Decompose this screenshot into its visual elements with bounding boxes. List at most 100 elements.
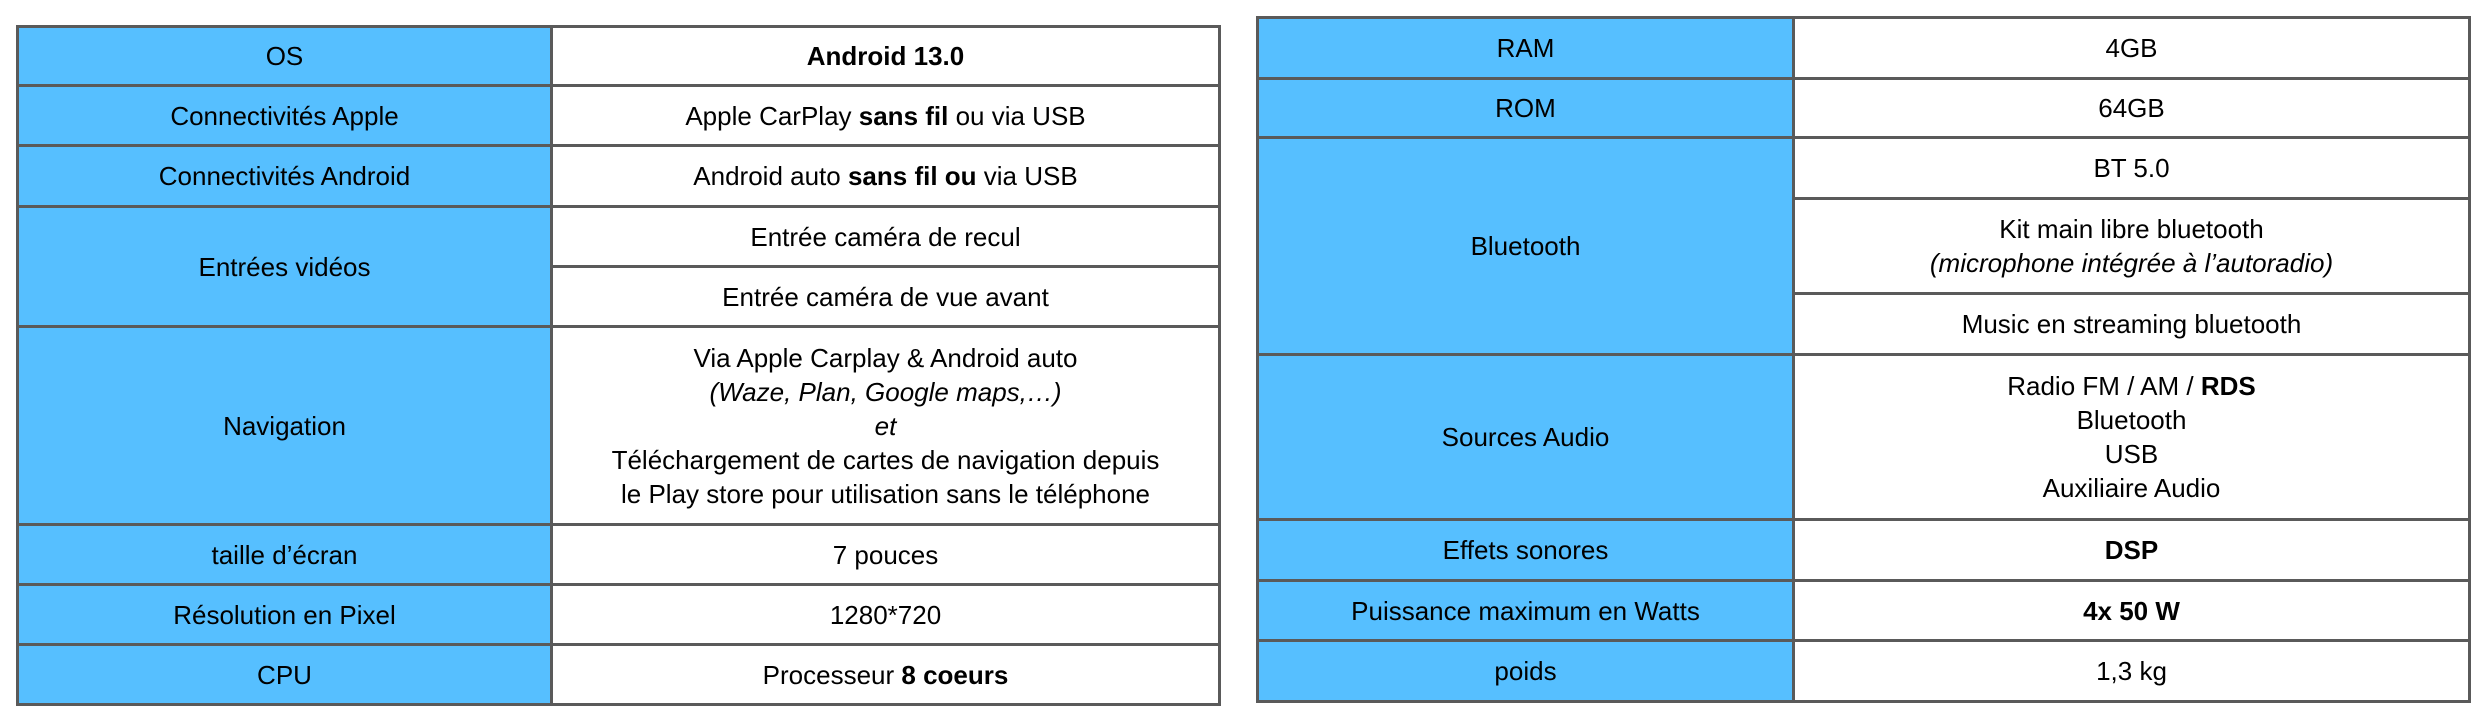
spec-value-line: Android 13.0 [561, 39, 1210, 73]
spec-value-text: et [874, 410, 897, 441]
spec-label: Entrées vidéos [16, 205, 553, 328]
spec-value-text: Android 13.0 [806, 41, 965, 71]
spec-value-text: Bluetooth [2076, 405, 2187, 435]
spec-value-line: 4x 50 W [1803, 594, 2460, 628]
spec-value-line: 1,3 kg [1803, 654, 2460, 688]
spec-value-text: 1280*720 [829, 599, 942, 630]
spec-value-text: (Waze, Plan, Google maps,…) [709, 376, 1062, 407]
table-row: Effets sonores DSP [1256, 518, 2471, 582]
table-row: poids 1,3 kg [1256, 639, 2471, 703]
spec-value-line: (Waze, Plan, Google maps,…) [561, 375, 1210, 409]
spec-value: Apple CarPlay sans fil ou via USB [550, 84, 1221, 147]
spec-label: CPU [16, 643, 553, 706]
table-row: Entrées vidéos Entrée caméra de recul [16, 205, 1221, 328]
spec-value: Kit main libre bluetooth (microphone inté… [1792, 197, 2471, 295]
spec-value-text: Entrée caméra de recul [750, 221, 1021, 252]
spec-value-text: Kit main libre bluetooth [1999, 214, 2264, 244]
table-row: Entrée caméra de vue avant [18, 265, 1221, 328]
table-row: RAM 4GB [1256, 16, 2471, 80]
spec-value-text: Téléchargement de cartes de navigation d… [611, 444, 1160, 475]
spec-value-line: USB [1803, 437, 2460, 471]
spec-value-line: 7 pouces [561, 538, 1210, 572]
spec-value-line: Via Apple Carplay & Android auto [561, 341, 1210, 375]
spec-value: Entrée caméra de vue avant [550, 265, 1221, 328]
table-row: Résolution en Pixel 1280*720 [16, 583, 1221, 646]
spec-value-line: Téléchargement de cartes de navigation d… [561, 443, 1210, 477]
spec-value: Via Apple Carplay & Android auto(Waze, P… [550, 325, 1221, 526]
spec-value-line: DSP [1803, 533, 2460, 567]
spec-value-text: Via Apple Carplay & Android auto [693, 342, 1078, 373]
spec-value: 4x 50 W [1792, 579, 2471, 642]
spec-value-text: 1,3 kg [2096, 656, 2167, 686]
spec-value-line: 1280*720 [561, 598, 1210, 632]
spec-value-line: Kit main libre bluetooth [1803, 212, 2460, 246]
spec-value-line: Bluetooth [1803, 403, 2460, 437]
spec-value-text: ou via USB [948, 100, 1086, 131]
spec-value-text: BT 5.0 [2093, 153, 2170, 183]
spec-label: Effets sonores [1256, 518, 1795, 582]
spec-value-text: 4GB [2105, 33, 2158, 63]
spec-value: Android auto sans fil ou via USB [550, 144, 1221, 208]
spec-value-line: Entrée caméra de recul [561, 220, 1210, 254]
spec-value: Processeur 8 coeurs [550, 643, 1221, 706]
spec-label: taille d’écran [16, 523, 553, 586]
spec-value-line: BT 5.0 [1803, 151, 2460, 185]
spec-value: 1,3 kg [1792, 639, 2471, 703]
spec-label: ROM [1256, 77, 1795, 139]
spec-label: poids [1256, 639, 1795, 703]
spec-value: 7 pouces [550, 523, 1221, 586]
table-row: Bluetooth BT 5.0 [1256, 136, 2471, 356]
spec-value-text: Entrée caméra de vue avant [722, 281, 1049, 312]
table-row: ROM 64GB [1256, 77, 2471, 139]
spec-label: Connectivités Apple [16, 84, 553, 147]
spec-label: Sources Audio [1256, 353, 1795, 521]
spec-value: 64GB [1792, 77, 2471, 139]
spec-value: 1280*720 [550, 583, 1221, 646]
spec-value-line: Radio FM / AM / RDS [1803, 369, 2460, 403]
spec-value-text: via USB [976, 161, 1078, 191]
spec-value: Android 13.0 [550, 25, 1221, 87]
spec-value-line: (microphone intégrée à l’autoradio) [1803, 246, 2460, 280]
spec-label: Connectivités Android [16, 144, 553, 208]
spec-value: BT 5.0 [1792, 136, 2471, 200]
table-row: Music en streaming bluetooth [1258, 292, 2471, 356]
table-row: OS Android 13.0 [16, 25, 1221, 87]
spec-value-text: 8 coeurs [901, 659, 1009, 690]
spec-value-text: Music en streaming bluetooth [1961, 309, 2302, 339]
spec-value-text: 7 pouces [832, 539, 939, 570]
spec-value-text: USB [2104, 439, 2159, 469]
spec-value: Entrée caméra de recul [550, 205, 1221, 268]
spec-value-line: Processeur 8 coeurs [561, 658, 1210, 692]
table-row: Kit main libre bluetooth (microphone inté… [1258, 197, 2471, 295]
spec-value: Music en streaming bluetooth [1792, 292, 2471, 356]
spec-value-line: 64GB [1803, 91, 2460, 125]
spec-value-text: (microphone intégrée à l’autoradio) [1929, 248, 2334, 278]
table-row: taille d’écran 7 pouces [16, 523, 1221, 586]
spec-value-line: et [561, 409, 1210, 443]
spec-value-text: Auxiliaire Audio [2042, 473, 2221, 503]
spec-label: OS [16, 25, 553, 87]
spec-label: Navigation [16, 325, 553, 526]
spec-value-line: le Play store pour utilisation sans le t… [561, 477, 1210, 511]
spec-value-text: RDS [2200, 371, 2256, 401]
spec-value-text: Apple CarPlay [685, 100, 859, 131]
spec-value-text: sans fil [858, 100, 949, 131]
spec-label: RAM [1256, 16, 1795, 80]
spec-value-text: 64GB [2098, 93, 2165, 123]
spec-label: Résolution en Pixel [16, 583, 553, 646]
spec-value-text: DSP [2104, 535, 2159, 565]
spec-value: DSP [1792, 518, 2471, 582]
spec-value-line: 4GB [1803, 31, 2460, 65]
spec-value-line: Entrée caméra de vue avant [561, 280, 1210, 314]
spec-label: Bluetooth [1256, 136, 1795, 356]
spec-value-text: 4x 50 W [2083, 595, 2180, 626]
spec-value-text: Android auto [693, 161, 848, 191]
